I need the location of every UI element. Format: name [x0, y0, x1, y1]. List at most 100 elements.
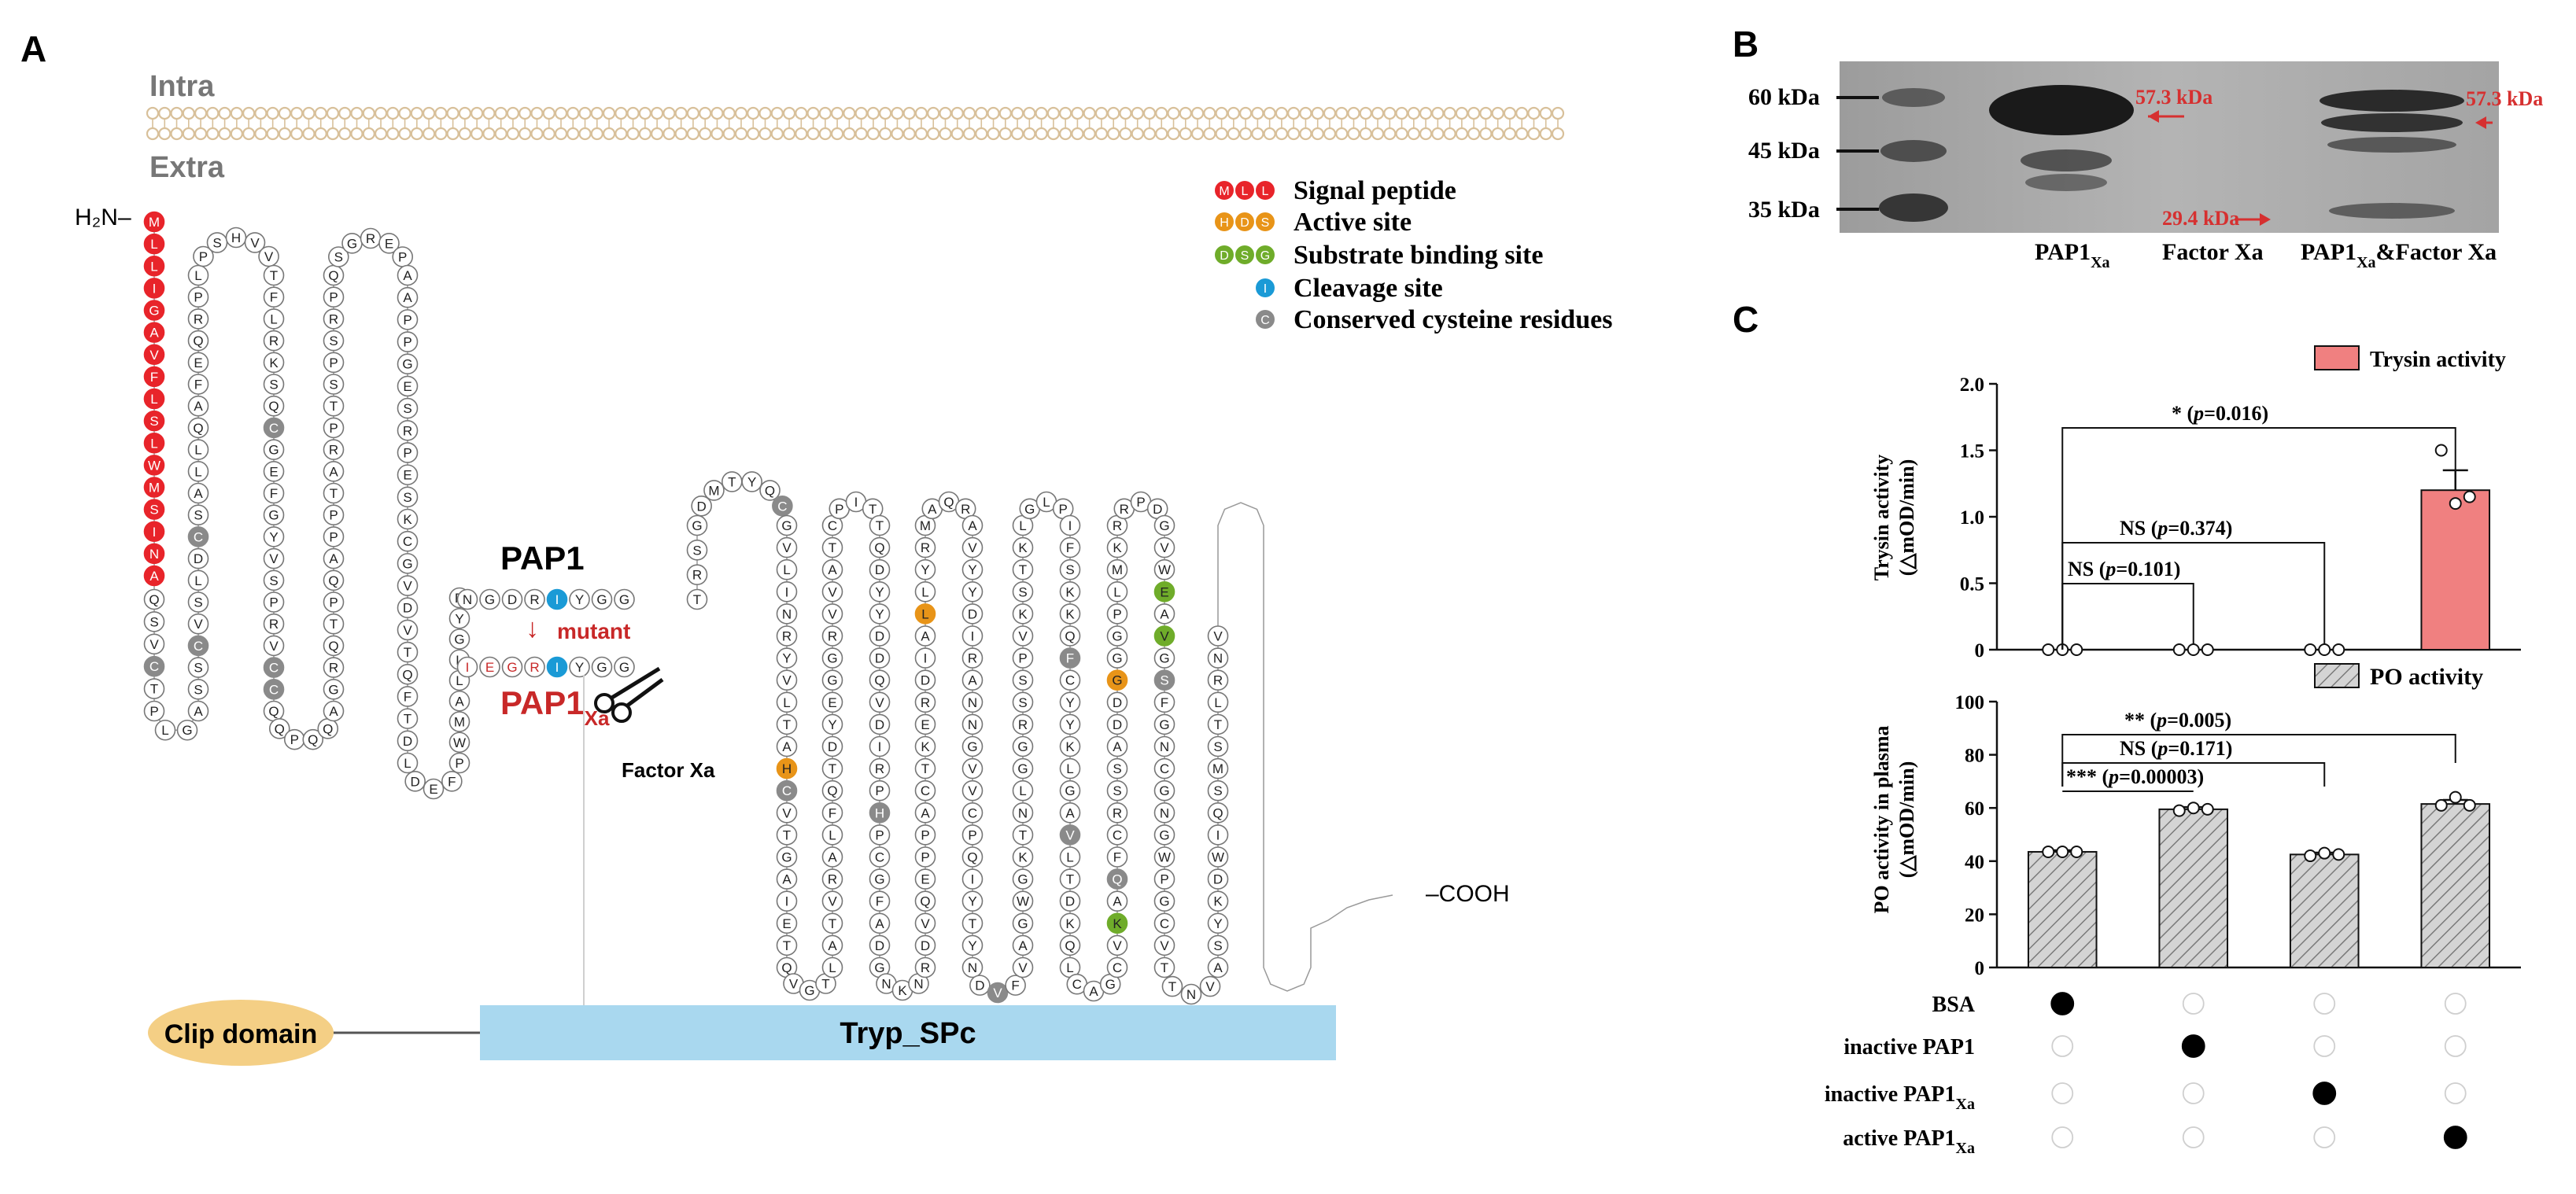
svg-text:Q: Q: [275, 721, 285, 736]
lipid-head: [602, 127, 616, 141]
svg-text:E: E: [1160, 584, 1168, 599]
svg-text:G: G: [1024, 502, 1035, 517]
svg-text:F: F: [1066, 540, 1074, 555]
data-point: [2434, 444, 2448, 457]
svg-text:Y: Y: [968, 894, 976, 909]
svg-text:W: W: [148, 458, 161, 473]
residue: I: [1207, 824, 1229, 846]
svg-text:C: C: [1113, 827, 1122, 842]
svg-text:E: E: [921, 872, 929, 887]
lipid-head: [722, 127, 736, 141]
svg-text:R: R: [1213, 673, 1223, 688]
residue: G: [1153, 514, 1175, 536]
svg-text:G: G: [596, 660, 607, 675]
residue: L: [397, 752, 419, 774]
lipid-head: [1347, 106, 1360, 120]
lipid-head: [542, 127, 555, 141]
lipid-head: [290, 106, 304, 120]
lipid-head: [1263, 106, 1276, 120]
svg-text:Q: Q: [328, 573, 338, 588]
data-point: [2187, 802, 2200, 815]
residue: A: [1106, 735, 1128, 757]
svg-text:A: A: [455, 694, 464, 709]
svg-text:G: G: [781, 518, 792, 533]
lipid-head: [530, 127, 544, 141]
svg-text:M: M: [1112, 562, 1123, 577]
svg-text:P: P: [1059, 502, 1068, 517]
residue: F: [441, 771, 463, 792]
svg-text:G: G: [182, 723, 192, 738]
matrix-dot-filled: [2181, 1034, 2205, 1058]
svg-text:G: G: [454, 632, 464, 647]
residue: C: [143, 655, 165, 677]
y-tick-label: 0: [1975, 958, 1985, 979]
residue: A: [323, 547, 345, 569]
svg-text:E: E: [403, 379, 411, 394]
motif-residue: Y: [569, 588, 590, 610]
residue: E: [821, 691, 843, 713]
svg-text:H: H: [875, 805, 884, 820]
legend-swatch: D: [1235, 212, 1254, 231]
svg-text:A: A: [194, 486, 203, 501]
residue: G: [263, 504, 285, 526]
residue: M: [143, 477, 165, 498]
svg-text:R: R: [1120, 502, 1129, 517]
lipid-head: [350, 106, 364, 120]
residue: L: [143, 432, 165, 454]
lipid-head: [230, 106, 243, 120]
lipid-head: [494, 106, 507, 120]
svg-text:Factor Xa: Factor Xa: [2162, 239, 2264, 265]
svg-text:R: R: [921, 540, 930, 555]
residue: M: [143, 211, 165, 233]
svg-text:M: M: [149, 481, 160, 496]
lipid-head: [602, 106, 616, 120]
svg-text:P: P: [455, 756, 463, 771]
residue: D: [691, 495, 712, 517]
residue: Q: [821, 779, 843, 802]
lipid-head: [806, 127, 820, 141]
data-point: [2463, 490, 2476, 503]
residue: S: [327, 246, 349, 267]
lipid-head: [1131, 106, 1144, 120]
svg-text:Y: Y: [968, 562, 976, 577]
residue: G: [143, 300, 165, 321]
data-point: [2172, 643, 2186, 656]
residue: Q: [187, 330, 209, 352]
svg-text:Q: Q: [193, 334, 203, 348]
motif-residue: R: [524, 588, 545, 610]
svg-text:I: I: [153, 525, 157, 540]
residue: E: [1153, 580, 1175, 603]
svg-text:V: V: [875, 695, 884, 710]
lipid-head: [182, 127, 195, 141]
lipid-head: [206, 106, 220, 120]
svg-text:G: G: [781, 850, 792, 865]
svg-text:N: N: [968, 960, 977, 975]
svg-text:L: L: [150, 237, 157, 252]
residue: D: [404, 771, 426, 792]
svg-text:PO activity in plasma: PO activity in plasma: [1870, 725, 1893, 913]
c-terminus-label: –COOH: [1426, 881, 1510, 907]
residue: A: [448, 690, 471, 712]
residue: L: [821, 824, 843, 846]
svg-text:Q: Q: [943, 495, 954, 510]
lipid-head: [1215, 127, 1228, 141]
residue: G: [1106, 647, 1128, 669]
residue: L: [776, 558, 798, 580]
residue: P: [323, 526, 345, 547]
svg-text:L: L: [270, 311, 277, 326]
residue: R: [776, 625, 798, 647]
y-tick-label: 1.5: [1960, 441, 1984, 462]
matrix-row-label: active PAP1Xa: [1843, 1126, 1975, 1157]
svg-text:A: A: [828, 938, 837, 953]
lipid-head: [939, 106, 952, 120]
lipid-head: [398, 127, 411, 141]
svg-text:P: P: [329, 508, 338, 523]
svg-text:G: G: [1159, 717, 1169, 732]
residue: G: [397, 553, 419, 574]
svg-text:D: D: [828, 739, 837, 754]
lipid-head: [1275, 127, 1289, 141]
lipid-head: [1142, 106, 1157, 120]
residue: T: [1207, 713, 1229, 735]
svg-text:D: D: [194, 551, 203, 566]
residue: A: [397, 264, 419, 286]
